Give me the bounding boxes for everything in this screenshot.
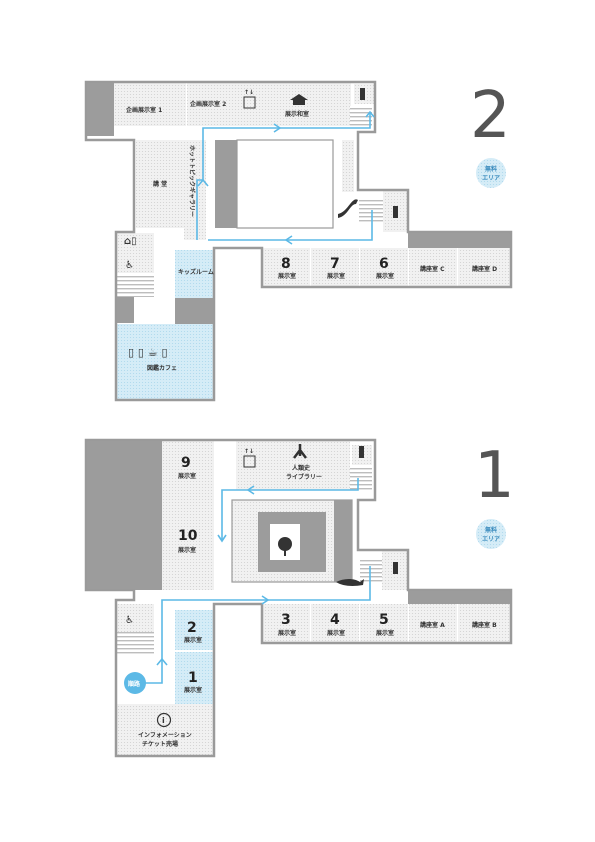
floor-number-1: 1 <box>474 439 515 513</box>
room-koza-c: 講座室 C <box>420 265 445 273</box>
room-koza-a: 講座室 A <box>420 621 445 629</box>
library-line2: ライブラリー <box>286 473 322 481</box>
route-line-floor2 <box>196 112 371 240</box>
room-kids: キッズルーム <box>178 268 214 276</box>
room-5-label: 展示室 <box>376 629 394 637</box>
route-line-floor1 <box>138 566 371 684</box>
room-8-label: 展示室 <box>278 272 296 280</box>
room-3-label: 展示室 <box>278 629 296 637</box>
room-kikaku2: 企画展示室 2 <box>189 100 226 108</box>
cafe-icons: ▯ ▯ ☕ ▯ <box>128 346 168 359</box>
info-icon: i <box>156 712 172 728</box>
room-8-number: 8 <box>281 256 291 272</box>
restroom-female-icon <box>393 206 398 218</box>
restroom-male-icon <box>360 88 365 100</box>
room-4-number: 4 <box>330 612 340 628</box>
nursing-room-icon: ⌂▯ <box>124 236 137 247</box>
room-5-number: 5 <box>379 612 389 628</box>
restroom-female-icon <box>393 562 398 574</box>
svg-text:♿: ♿ <box>125 260 134 271</box>
room-7-label: 展示室 <box>327 272 345 280</box>
svg-text:▯ ▯ ☕ ▯: ▯ ▯ ☕ ▯ <box>128 346 168 359</box>
free-area-2-line2: エリア <box>482 175 500 182</box>
elevator-icon: ↑↓ <box>243 89 256 109</box>
room-1-number: 1 <box>188 670 198 686</box>
free-area-1-line1: 無料 <box>485 526 497 534</box>
room-10-label: 展示室 <box>178 546 196 554</box>
room-3-number: 3 <box>281 612 291 628</box>
svg-text:⌂▯: ⌂▯ <box>124 236 137 247</box>
svg-text:i: i <box>162 716 165 725</box>
library-line1: 人類史 <box>292 464 311 472</box>
elevator-icon: ↑↓ <box>243 448 256 468</box>
entrance-label: 順路 <box>127 680 141 688</box>
svg-text:♿: ♿ <box>125 615 134 626</box>
floor-1-map: ↑↓ ♿ i 9 展示室 10 展示室 人類史 ライブラリー 2 展示室 1 <box>84 438 515 758</box>
room-9-number: 9 <box>181 455 191 471</box>
room-7-number: 7 <box>330 256 340 272</box>
tree-icon <box>278 537 292 556</box>
room-koza-b: 講座室 B <box>472 621 497 629</box>
room-koza-d: 講座室 D <box>472 265 497 273</box>
svg-text:↑↓: ↑↓ <box>244 89 254 96</box>
floor-number-2: 2 <box>470 79 511 153</box>
free-area-1-line2: エリア <box>482 536 500 543</box>
info-line1: インフォメーション <box>138 732 192 739</box>
room-2-number: 2 <box>187 620 197 636</box>
room-hot-topic: ホットトピックギャラリー <box>188 145 196 217</box>
room-1-label: 展示室 <box>184 686 202 694</box>
restroom-male-icon <box>359 446 364 458</box>
restroom-accessible-icon: ♿ <box>125 260 134 271</box>
room-6-number: 6 <box>379 256 389 272</box>
room-9-label: 展示室 <box>178 472 196 480</box>
room-washitsu: 展示和室 <box>285 110 309 118</box>
room-4-label: 展示室 <box>327 629 345 637</box>
free-area-2-line1: 無料 <box>485 165 497 173</box>
room-kikaku1: 企画展示室 1 <box>125 106 162 114</box>
room-6-label: 展示室 <box>376 272 394 280</box>
info-line2: チケット売場 <box>142 740 178 748</box>
room-10-number: 10 <box>178 528 198 544</box>
floor-2-map: ↑↓ ⌂▯ ♿ ▯ ▯ ☕ ▯ 企画展示室 1 企画展示室 2 展示和室 講 堂… <box>84 79 513 402</box>
washitsu-icon <box>290 94 308 105</box>
room-cafe: 図鑑カフェ <box>147 364 177 372</box>
svg-text:↑↓: ↑↓ <box>244 448 254 455</box>
room-2-label: 展示室 <box>184 636 202 644</box>
restroom-accessible-icon: ♿ <box>125 615 134 626</box>
library-icon <box>293 444 307 459</box>
room-kodo: 講 堂 <box>153 180 167 188</box>
